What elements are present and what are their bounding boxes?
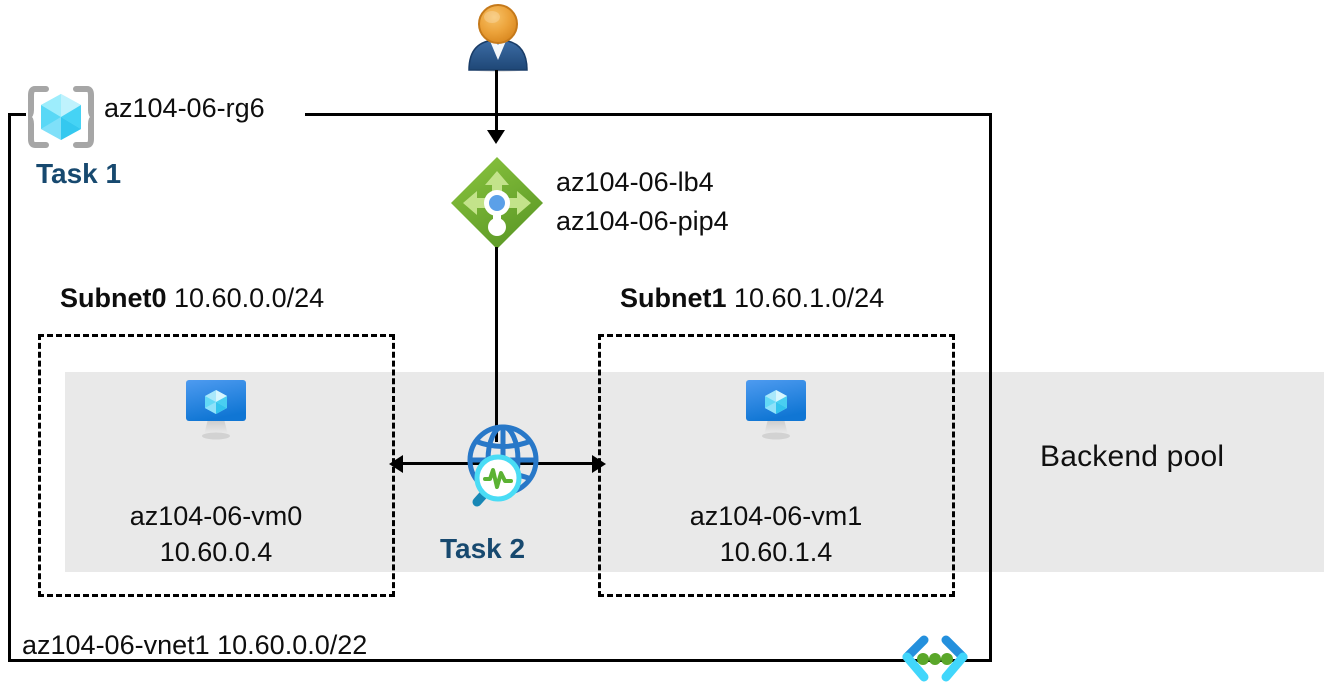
vm1-labels: az104-06-vm1 10.60.1.4 (636, 498, 916, 570)
subnet1-cidr: 10.60.1.0/24 (726, 283, 885, 313)
public-ip-name: az104-06-pip4 (556, 206, 729, 236)
resource-group-border-top-right (305, 113, 992, 116)
subnet0-cidr: 10.60.0.0/24 (166, 283, 325, 313)
backend-pool-label: Backend pool (1040, 440, 1225, 473)
network-watcher-icon (455, 418, 549, 512)
load-balancer-name: az104-06-lb4 (556, 167, 714, 197)
task-1-label: Task 1 (36, 158, 122, 189)
virtual-machine-icon (181, 377, 251, 441)
resource-group-border-right (989, 113, 992, 662)
vm0-name: az104-06-vm0 (129, 501, 303, 531)
virtual-machine-icon (741, 377, 811, 441)
subnet1-name: Subnet1 (620, 283, 727, 313)
user-to-lb-line (495, 70, 498, 136)
user-icon (464, 2, 532, 72)
vm0-labels: az104-06-vm0 10.60.0.4 (76, 498, 356, 570)
vm1-ip: 10.60.1.4 (719, 537, 833, 567)
subnet0-name: Subnet0 (60, 283, 167, 313)
subnet-connection-arrowhead-left (389, 455, 403, 473)
task-2-label: Task 2 (440, 533, 526, 564)
vm1-name: az104-06-vm1 (689, 501, 863, 531)
subnet0-title: Subnet0 10.60.0.0/24 (60, 283, 324, 314)
lb-to-watcher-line (495, 247, 498, 442)
load-balancer-icon (449, 155, 545, 251)
vm0-ip: 10.60.0.4 (159, 537, 273, 567)
user-to-lb-arrowhead (487, 130, 505, 144)
load-balancer-labels: az104-06-lb4 az104-06-pip4 (556, 163, 729, 241)
resource-group-border-bottom (8, 659, 992, 662)
backend-pool-band (65, 372, 1324, 572)
subnet1-title: Subnet1 10.60.1.0/24 (620, 283, 884, 314)
virtual-network-icon (896, 632, 974, 688)
resource-group-border-left (8, 113, 11, 662)
vnet-label: az104-06-vnet1 10.60.0.0/22 (22, 630, 368, 660)
resource-group-name: az104-06-rg6 (104, 93, 265, 123)
resource-group-border-top-left (8, 113, 26, 116)
subnet-connection-arrowhead-right (592, 455, 606, 473)
resource-group-icon (25, 86, 97, 148)
